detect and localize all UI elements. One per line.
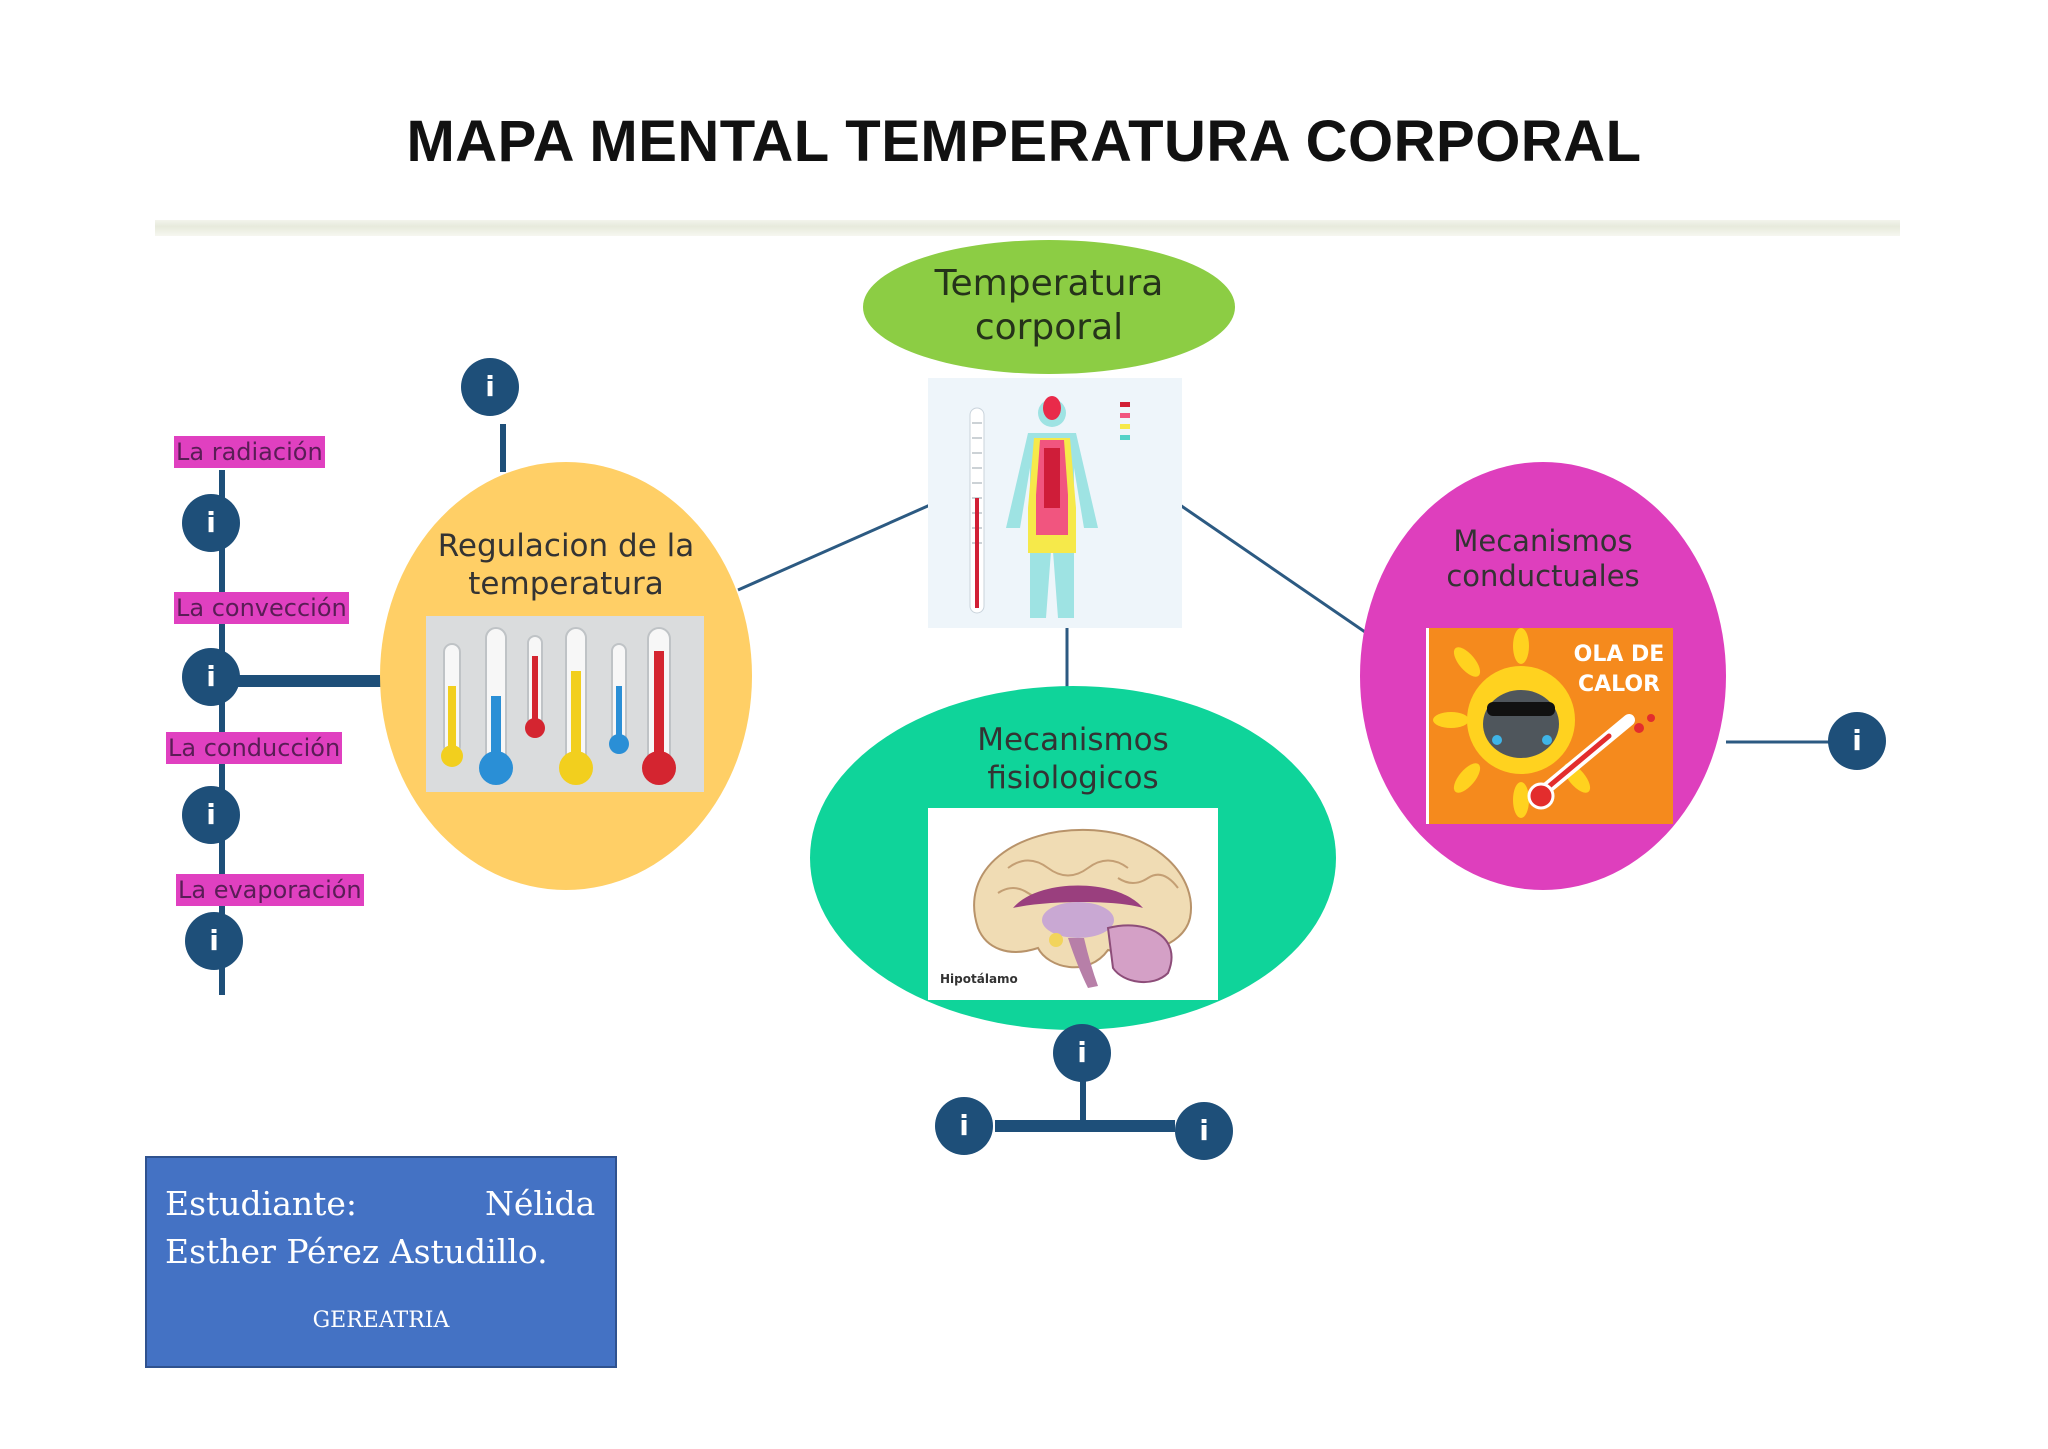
info-button-fisiologicos-right[interactable]: i: [1175, 1102, 1233, 1160]
brain-image: Hipotálamo: [928, 808, 1218, 1000]
tag-radiacion[interactable]: La radiación: [174, 436, 325, 468]
student-box: Estudiante: Nélida Esther Pérez Astudill…: [145, 1156, 617, 1368]
link-center-regulacion: [737, 503, 931, 592]
info-button-evaporacion[interactable]: i: [185, 912, 243, 970]
hipotalamo-label: Hipotálamo: [940, 972, 1018, 986]
info-button-fisiologicos-top[interactable]: i: [1053, 1024, 1111, 1082]
info-button-fisiologicos-left[interactable]: i: [935, 1097, 993, 1155]
student-first-name: Nélida: [485, 1184, 596, 1223]
student-subject: GEREATRIA: [312, 1308, 450, 1333]
student-full-name: Esther Pérez Astudillo.: [165, 1232, 548, 1271]
title-divider: [155, 220, 1900, 236]
tag-evaporacion[interactable]: La evaporación: [176, 874, 364, 906]
info-button-conduccion[interactable]: i: [182, 786, 240, 844]
info-button-conveccion[interactable]: i: [182, 648, 240, 706]
page-title: MAPA MENTAL TEMPERATURA CORPORAL: [406, 109, 1642, 174]
tag-conduccion[interactable]: La conducción: [166, 732, 343, 764]
thermometers-image: [426, 616, 704, 792]
info-button-regulacion-top[interactable]: i: [461, 358, 519, 416]
center-node[interactable]: [863, 240, 1235, 374]
tag-conveccion[interactable]: La convección: [174, 592, 349, 624]
info-button-conductuales[interactable]: i: [1828, 712, 1886, 770]
student-label: Estudiante:: [165, 1184, 358, 1223]
link-center-conductuales: [1179, 503, 1385, 647]
body-heatmap-image: [928, 378, 1182, 628]
info-button-radiacion[interactable]: i: [182, 494, 240, 552]
